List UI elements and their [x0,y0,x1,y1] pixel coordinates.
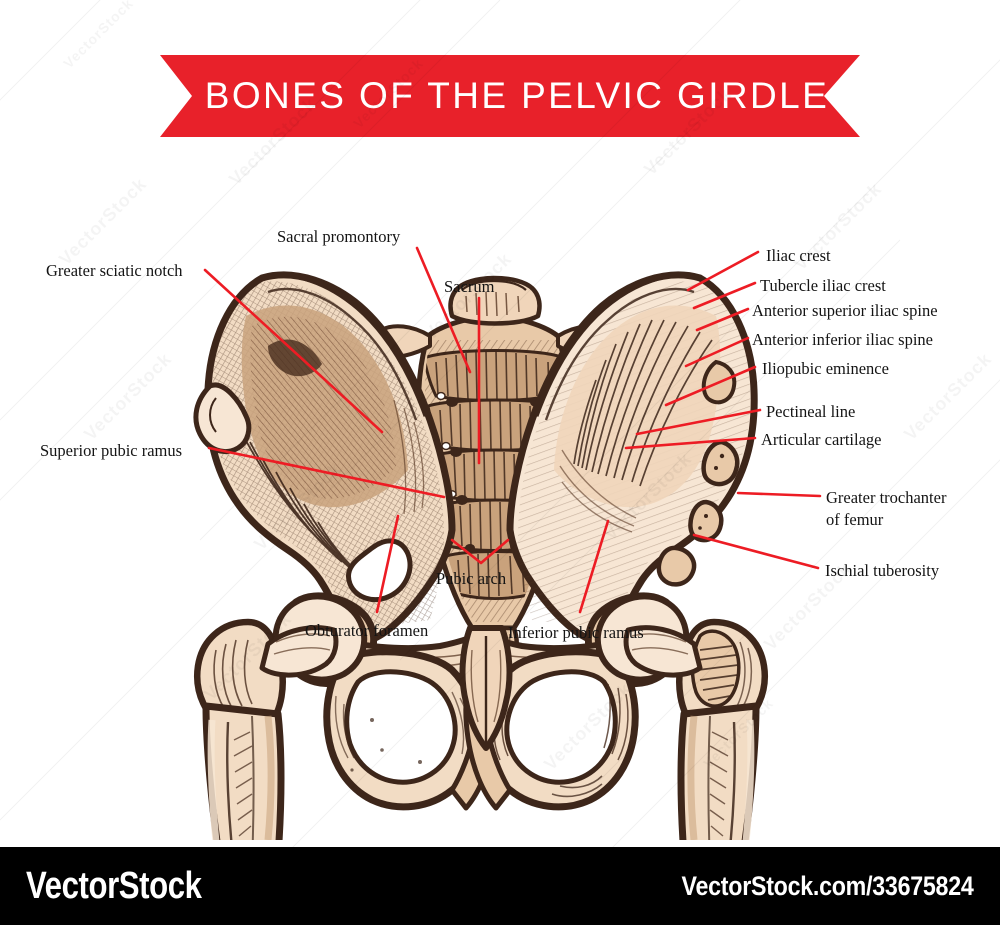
label-line: Ischial tuberosity [825,561,940,580]
label-line: Greater sciatic notch [46,261,183,280]
vectorstock-url: VectorStock.com/33675824 [682,870,974,901]
vectorstock-logo: VectorStock [26,864,202,907]
label-sacral-promontory: Sacral promontory [277,226,400,248]
title-banner: BONES OF THE PELVIC GIRDLE [160,55,860,137]
label-line: Anterior superior iliac spine [752,301,938,320]
label-line: Sacral promontory [277,227,401,246]
label-line: of femur [826,510,884,530]
label-line: Pubic arch [436,569,507,588]
label-inferior-pubic-ramus: Inferior pubic ramus [508,622,644,644]
label-line: Articular cartilage [761,430,882,449]
label-line: Iliac crest [766,246,831,265]
label-line: Obturator foramen [305,621,429,640]
label-ischial-tuberosity: Ischial tuberosity [825,560,939,582]
label-line: Iliopubic eminence [762,359,889,378]
label-anterior-inferior-iliac-spine: Anterior inferior iliac spine [752,329,933,351]
left-femur [194,593,368,840]
label-pectineal-line: Pectineal line [766,401,855,423]
label-greater-sciatic-notch: Greater sciatic notch [46,260,183,282]
label-line: Tubercle iliac crest [760,276,886,295]
label-iliac-crest: Iliac crest [766,245,831,267]
label-line: Anterior inferior iliac spine [752,330,933,349]
label-sacrum: Sacrum [444,276,494,298]
watermark-text: VectorStock [60,0,136,71]
page-title: BONES OF THE PELVIC GIRDLE [204,75,830,116]
label-tubercle-iliac-crest: Tubercle iliac crest [760,275,886,297]
banner-shape [160,55,860,137]
label-pubic-arch: Pubic arch [436,568,506,590]
label-iliopubic-eminence: Iliopubic eminence [762,358,889,380]
label-greater-trochanter-of-femur: Greater trochanter of femur [826,487,946,532]
pubic-symphysis [459,625,513,751]
right-femur [594,593,768,840]
label-line: Pectineal line [766,402,856,421]
label-line: Superior pubic ramus [40,441,183,460]
label-superior-pubic-ramus: Superior pubic ramus [40,440,182,462]
label-line: Sacrum [444,277,495,296]
label-articular-cartilage: Articular cartilage [761,429,881,451]
footer-bar: VectorStock VectorStock.com/33675824 [0,847,1000,925]
label-obturator-foramen: Obturator foramen [305,620,428,642]
label-line: Inferior pubic ramus [508,623,644,642]
label-line: Greater trochanter [826,488,947,507]
label-anterior-superior-iliac-spine: Anterior superior iliac spine [752,300,938,322]
